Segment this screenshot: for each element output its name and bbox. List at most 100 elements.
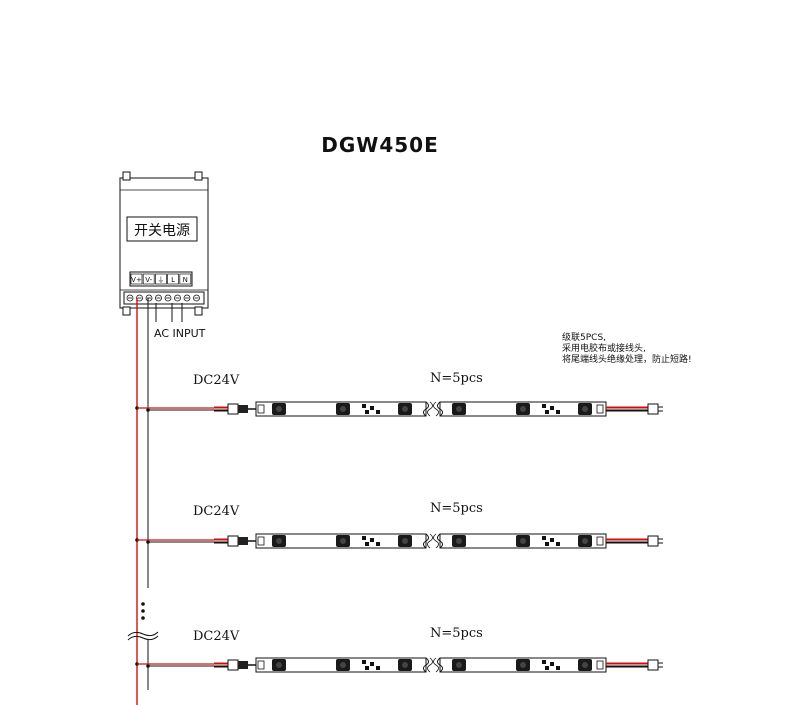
resistor [542,536,546,540]
strip-break [437,401,443,417]
psu-tab [194,306,203,316]
strip-break [423,401,429,417]
solder-pad [596,404,604,414]
led-chip-lens [340,662,346,668]
strip-count-label: N=5pcs [430,626,483,641]
led-chip-lens [520,406,526,412]
ac-input-label: AC INPUT [154,327,206,340]
strip-count-label: N=5pcs [430,501,483,516]
led-chip-lens [582,538,588,544]
input-connector [227,535,239,547]
psu-body [119,177,209,309]
solder-pad [596,536,604,546]
led-strip [135,657,663,673]
voltage-label: DC24V [193,629,240,644]
strip-break [433,401,439,417]
input-connector-plug [238,537,248,545]
resistor [545,410,549,414]
resistor [376,542,380,546]
note-line-3: 将尾端线头绝缘处理，防止短路! [562,353,692,365]
note-line-2: 采用电胶布或接线头, [562,342,646,354]
led-chip-lens [276,662,282,668]
solder-pad [596,660,604,670]
terminal-label: ⏚ [157,276,164,284]
strip-break [427,401,433,417]
resistor [365,542,369,546]
psu-tab [122,306,131,316]
cascade-note: 级联5PCS, 采用电胶布或接线头, 将尾端线头绝缘处理，防止短路! [562,331,692,365]
resistor [365,666,369,670]
terminal-cell [142,273,155,285]
output-connector [647,659,659,671]
strip-break [423,533,429,549]
input-connector-plug [238,405,248,413]
led-chip-lens [520,662,526,668]
resistor [556,542,560,546]
led-chip-lens [456,662,462,668]
input-connector [227,659,239,671]
terminal-cell [130,273,143,285]
terminal-block [123,291,205,305]
resistor [370,662,374,666]
break-mark [127,631,159,637]
solder-pad [257,536,265,546]
output-connector [647,535,659,547]
output-connector [647,403,659,415]
resistor [542,404,546,408]
psu-label-box [126,216,198,242]
resistor [550,662,554,666]
input-connector [227,403,239,415]
terminal-label: V- [145,276,152,284]
led-chip-lens [276,406,282,412]
solder-pad [257,404,265,414]
led-chip-lens [402,662,408,668]
strip-break [433,657,439,673]
voltage-label: DC24V [193,373,240,388]
ellipsis-dot [141,609,145,613]
led-chip-lens [456,538,462,544]
resistor [362,404,366,408]
strip-break [423,657,429,673]
led-chip-lens [276,538,282,544]
strip-row-2: DC24V N=5pcs [135,501,663,549]
led-chip-lens [456,406,462,412]
resistor [550,406,554,410]
strip-break [433,533,439,549]
diagram-title: DGW450E [321,133,439,157]
ellipsis-dot [141,616,145,620]
psu-tab [122,171,131,181]
strip-break [437,657,443,673]
resistor [365,410,369,414]
resistor [556,410,560,414]
terminal-cell [167,273,179,285]
led-strip [135,401,663,417]
led-chip-lens [520,538,526,544]
resistor [545,542,549,546]
led-chip-lens [340,406,346,412]
terminal-label: V+ [131,276,142,284]
led-chip-lens [402,538,408,544]
strip-break [427,657,433,673]
psu-label: 开关电源 [134,223,190,239]
led-strip [135,533,663,549]
input-connector-plug [238,661,248,669]
resistor [376,410,380,414]
resistor [376,666,380,670]
strip-row-1: DC24V N=5pcs [135,371,663,417]
led-chip-lens [340,538,346,544]
resistor [550,538,554,542]
ellipsis-dot [141,602,145,606]
strip-break [437,533,443,549]
terminal-cell [155,273,167,285]
led-chip-lens [582,406,588,412]
solder-pad [257,660,265,670]
resistor [362,660,366,664]
note-line-1: 级联5PCS, [562,331,606,343]
resistor [542,660,546,664]
psu-tab [194,171,203,181]
strip-row-3: DC24V N=5pcs [135,626,663,673]
